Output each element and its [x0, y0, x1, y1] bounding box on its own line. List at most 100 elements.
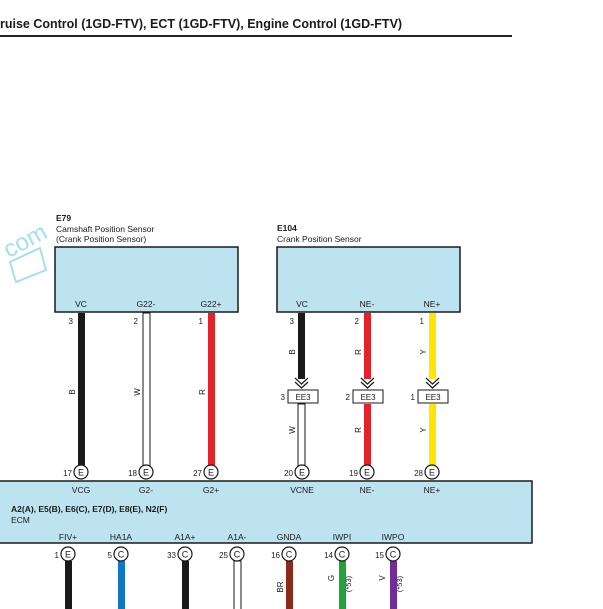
pin-number: 27 [193, 469, 202, 478]
pin-number: 15 [375, 551, 384, 560]
pin-connector-letter: E [364, 468, 370, 478]
wire-color-label: B [68, 389, 77, 394]
pin-label: IWPI [333, 532, 351, 542]
pin-terminal [294, 464, 310, 480]
pin-label: FIV+ [59, 532, 77, 542]
wire-black [65, 561, 72, 609]
pin-number: 1 [55, 551, 60, 560]
wire-yellow [429, 313, 436, 379]
wire-color-label: W [133, 388, 142, 396]
pin-connector-letter: E [143, 468, 149, 478]
pin-terminal [281, 546, 297, 562]
diagram-header: ruise Control (1GD-FTV), ECT (1GD-FTV), … [0, 0, 512, 38]
pin-connector-letter: C [182, 550, 189, 560]
pin-connector-letter: E [299, 468, 305, 478]
connector-chevron-icon [425, 377, 440, 389]
wire-red [364, 313, 371, 379]
e104-pin-label: VC [296, 299, 308, 309]
watermark-glyph [8, 246, 48, 284]
wire-color-label: Y [419, 349, 428, 355]
e79-box [54, 246, 239, 313]
pin-connector-letter: C [118, 550, 125, 560]
connector-pin-number: 3 [281, 393, 286, 402]
pin-connector-letter: E [429, 468, 435, 478]
pin-number: 16 [271, 551, 280, 560]
connector-ee3 [417, 389, 449, 404]
pin-label: NE+ [424, 485, 441, 495]
pin-label: A1A+ [174, 532, 195, 542]
connector-label: EE3 [425, 393, 441, 402]
wire-black [182, 561, 189, 609]
e79-pin-number: 1 [199, 317, 204, 326]
component-e79: E79 Camshaft Position Sensor (Crank Posi… [54, 213, 239, 468]
e104-pin-number: 2 [355, 317, 360, 326]
pin-connector-letter: E [208, 468, 214, 478]
pin-terminal [138, 464, 154, 480]
pin-label: A1A- [228, 532, 247, 542]
e104-code: E104 [277, 223, 297, 233]
e79-name: Camshaft Position Sensor [56, 224, 154, 234]
pin-label: VCG [72, 485, 90, 495]
wire-brown [286, 561, 293, 609]
pin-label: G2- [139, 485, 153, 495]
e104-name: Crank Position Sensor [277, 234, 362, 244]
pin-connector-letter: E [65, 550, 71, 560]
pin-number: 17 [63, 469, 72, 478]
e79-pin-number: 3 [69, 317, 74, 326]
wire-green [339, 561, 346, 609]
component-ecm: E E E E E E 17 18 27 20 19 28 VCG G2- G2… [0, 464, 533, 609]
header-rule [0, 35, 512, 37]
pin-number: 19 [349, 469, 358, 478]
connector-ee3 [352, 389, 384, 404]
pin-terminal [385, 546, 401, 562]
wire-black [78, 313, 85, 467]
pin-terminal [424, 464, 440, 480]
pin-terminal [73, 464, 89, 480]
e104-box [276, 246, 461, 313]
wire-white [233, 560, 242, 609]
wire-color-label: V [378, 575, 387, 581]
pin-label: G2+ [203, 485, 219, 495]
pin-label: HA1A [110, 532, 133, 542]
pin-terminal [60, 546, 76, 562]
pin-connector-letter: C [286, 550, 293, 560]
e79-subname: (Crank Position Sensor) [56, 234, 146, 244]
e79-pin-label: G22+ [200, 299, 221, 309]
wire-blue [118, 561, 125, 609]
wire-color-label: R [354, 349, 363, 355]
wire-note: (*53) [344, 575, 353, 592]
wire-color-label: G [327, 575, 336, 581]
pin-number: 25 [219, 551, 228, 560]
watermark: com [0, 218, 52, 284]
connector-label: EE3 [360, 393, 376, 402]
e104-pin-label: NE- [360, 299, 375, 309]
e104-pin-label: NE+ [424, 299, 441, 309]
pin-number: 33 [167, 551, 176, 560]
e79-pin-label: VC [75, 299, 87, 309]
connector-pin-number: 1 [411, 393, 416, 402]
pin-number: 20 [284, 469, 293, 478]
connector-chevron-icon [360, 377, 375, 389]
e79-code: E79 [56, 213, 71, 223]
connector-pin-number: 2 [346, 393, 351, 402]
wire-violet [390, 561, 397, 609]
wire-color-label: R [198, 389, 207, 395]
pin-terminal [177, 546, 193, 562]
wire-red [208, 313, 215, 467]
pin-connector-letter: C [234, 550, 241, 560]
pin-label: VCNE [290, 485, 314, 495]
pin-label: NE- [360, 485, 375, 495]
pin-label: GNDA [277, 532, 302, 542]
ecm-top-pins: E E E E E E 17 18 27 20 19 28 VCG G2- G2… [63, 464, 441, 495]
wire-color-label: Y [419, 427, 428, 433]
e79-pin-label: G22- [137, 299, 156, 309]
pin-connector-letter: C [339, 550, 346, 560]
pin-terminal [334, 546, 350, 562]
pin-terminal [113, 546, 129, 562]
wire-black [298, 313, 305, 379]
connector-chevron-icon [294, 377, 309, 389]
pin-connector-letter: E [78, 468, 84, 478]
wire-color-label: W [288, 426, 297, 434]
pin-label: IWPO [382, 532, 405, 542]
wire-color-label: BR [276, 581, 285, 592]
